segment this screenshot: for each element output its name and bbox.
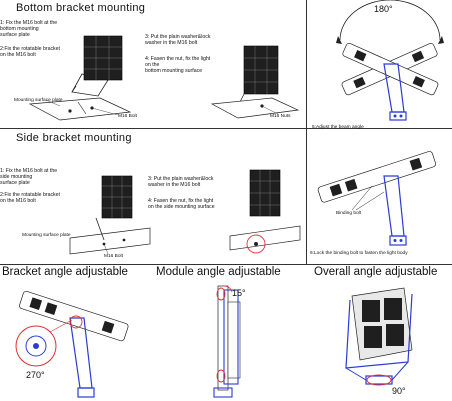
- overall-angle-90: 90°: [392, 386, 406, 396]
- side-label-plate: Mounting surface plate: [22, 233, 71, 238]
- overall-angle-title: Overall angle adjustable: [314, 266, 438, 278]
- module-angle-15: 15°: [232, 288, 246, 298]
- right-label-binding: Binding bolt: [336, 211, 362, 216]
- bottom-step-2: 2:Fix the rotatable bracket on the M16 b…: [0, 46, 60, 58]
- bracket-angle-270: 270°: [26, 370, 45, 380]
- side-step-2: 2:Fix the rotatable bracket on the M16 b…: [0, 192, 60, 204]
- bottom-step-1: 1: Fix the M16 bolt at the bottom mounti…: [0, 20, 58, 38]
- side-section-title: Side bracket mounting: [16, 132, 132, 144]
- side-step-4: 4: Fasen the nut, fix the light on the s…: [148, 198, 215, 210]
- side-step-1: 1: Fix the M16 bolt at the side mounting…: [0, 168, 58, 186]
- right-angle-180: 180°: [374, 4, 393, 14]
- bracket-angle-title: Bracket angle adjustable: [2, 266, 128, 278]
- bottom-label-nuts: M16 Nuts: [270, 114, 291, 119]
- vertical-divider: [306, 0, 307, 264]
- bottom-step-4: 4: Fasen the nut, fix the light on the b…: [145, 56, 211, 74]
- side-step-3: 3: Put the plain washer&lock washer in t…: [148, 176, 214, 188]
- bottom-step-3: 3: Put the plain washer&lock washer in t…: [145, 34, 211, 46]
- horizontal-divider-bottom: [0, 264, 452, 265]
- right-step-6: 6:Lock the binding bolt to fasten the li…: [310, 251, 408, 256]
- bottom-label-plate: Mounting surface plate: [14, 98, 63, 103]
- right-step-5: 5:Adjust the beam angle: [312, 125, 364, 130]
- horizontal-divider-top: [0, 128, 452, 129]
- bottom-label-bolt: M16 Bolt: [118, 114, 137, 119]
- side-label-bolt: M16 Bolt: [104, 254, 123, 259]
- bottom-section-title: Bottom bracket mounting: [16, 2, 146, 14]
- module-angle-title: Module angle adjustable: [156, 266, 281, 278]
